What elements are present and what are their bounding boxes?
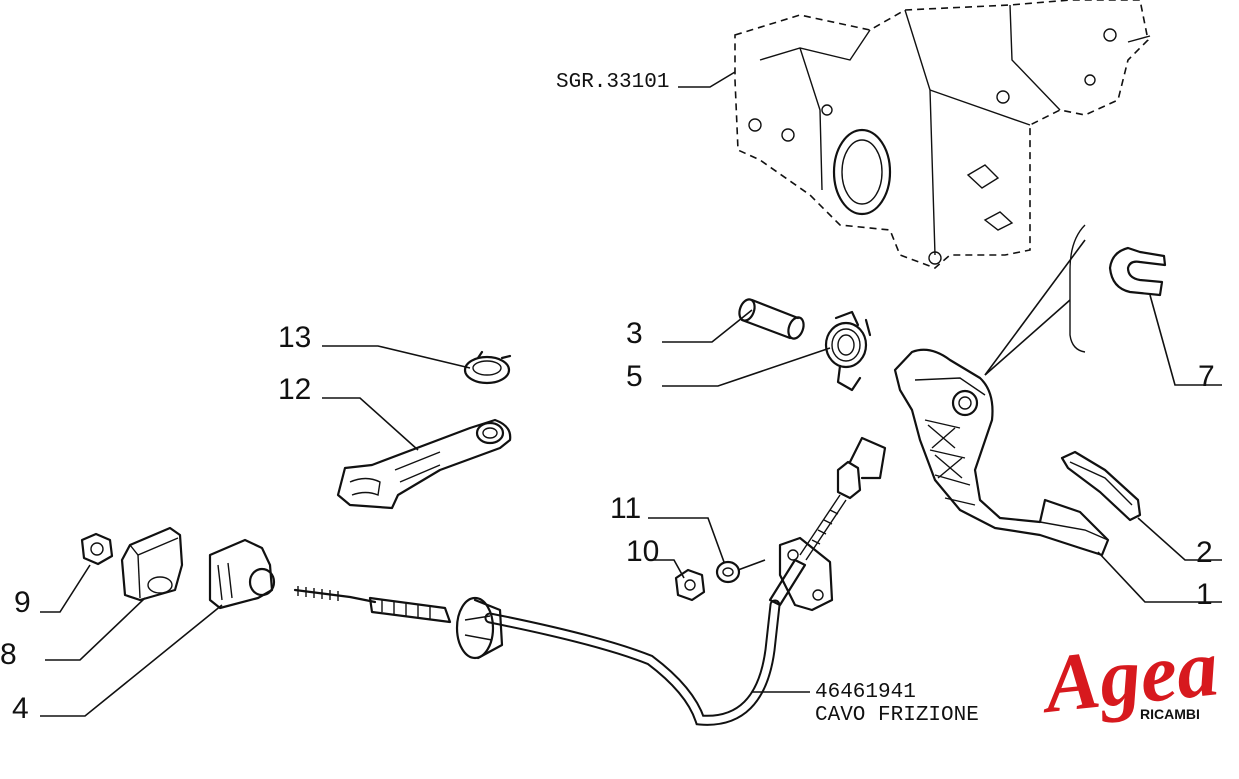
part-3-pin bbox=[738, 298, 805, 340]
part-label-4: 7 bbox=[1198, 360, 1215, 393]
cable-code: 46461941 bbox=[815, 681, 916, 704]
part-label-2: 2 bbox=[1196, 536, 1213, 569]
part-8-nut bbox=[80, 532, 114, 566]
part-7-grommet bbox=[208, 538, 276, 610]
part-5-spring bbox=[824, 310, 872, 392]
clutch-cable bbox=[293, 436, 887, 726]
part-2-pedal-pad bbox=[1060, 450, 1142, 522]
part-label-13: 8 bbox=[0, 638, 17, 671]
logo-subtitle: RICAMBI bbox=[1140, 706, 1200, 722]
cable-name: CAVO FRIZIONE bbox=[815, 704, 979, 727]
part-11-lever bbox=[336, 418, 512, 510]
reference-label: SGR.33101 bbox=[556, 71, 669, 94]
part-label-8: 9 bbox=[14, 586, 31, 619]
part-label-9: 10 bbox=[626, 535, 659, 568]
pedal-bracket-assembly bbox=[734, 0, 1151, 269]
part-9-nut bbox=[674, 568, 706, 602]
bracket-outline bbox=[1069, 224, 1086, 353]
part-label-7: 4 bbox=[12, 692, 29, 725]
part-label-12: 13 bbox=[278, 321, 311, 354]
logo-brand: Agea bbox=[1035, 621, 1222, 730]
part-4-clip bbox=[1108, 246, 1167, 297]
part-1-pedal bbox=[893, 348, 1110, 557]
part-10-washer bbox=[715, 560, 741, 584]
part-label-3: 3 bbox=[626, 317, 643, 350]
leader-lines bbox=[40, 71, 1222, 717]
part-label-5: 5 bbox=[626, 360, 643, 393]
part-label-1: 1 bbox=[1196, 578, 1213, 611]
part-13-bush bbox=[120, 526, 184, 602]
part-12-snap-ring bbox=[463, 350, 512, 385]
part-label-10: 11 bbox=[610, 492, 641, 525]
agea-logo: Agea RICAMBI bbox=[1035, 621, 1222, 730]
part-label-11: 12 bbox=[278, 373, 311, 406]
